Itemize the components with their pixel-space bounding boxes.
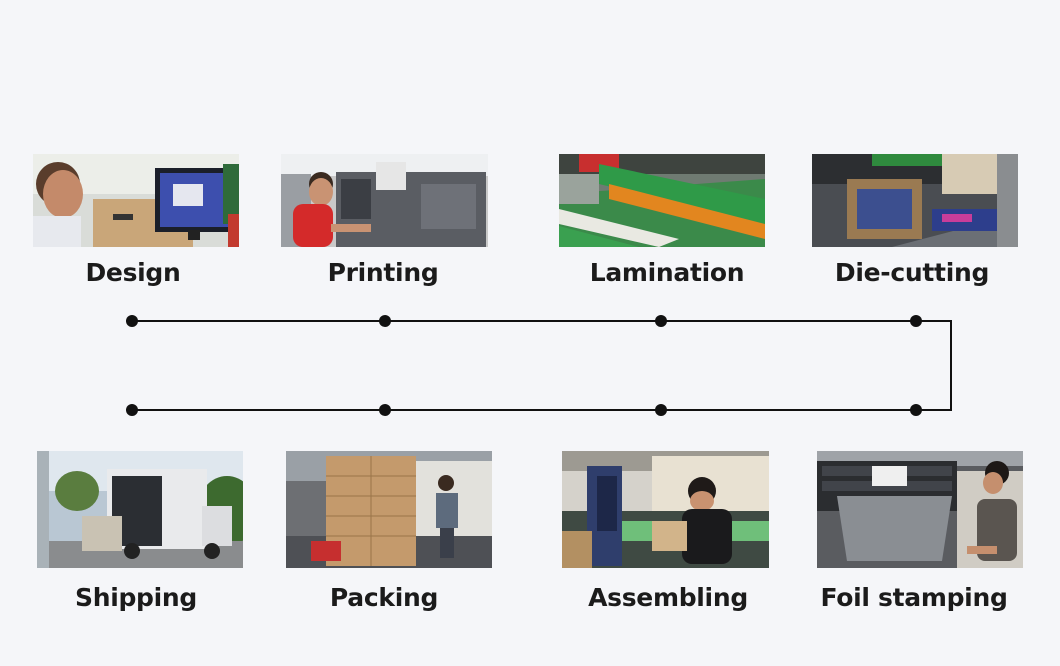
node-assembling	[655, 404, 667, 416]
step-label-shipping: Shipping	[74, 583, 198, 612]
node-printing	[379, 315, 391, 327]
step-label-packing: Packing	[329, 583, 439, 612]
assembling-photo	[562, 451, 769, 568]
node-lamination	[655, 315, 667, 327]
flow-line	[132, 320, 952, 411]
node-shipping	[126, 404, 138, 416]
design-photo	[33, 154, 239, 247]
step-label-lamination: Lamination	[589, 258, 745, 287]
foil-stamping-photo	[817, 451, 1023, 568]
step-label-design: Design	[85, 258, 181, 287]
node-foil-stamping	[910, 404, 922, 416]
packing-photo	[286, 451, 492, 568]
node-die-cutting	[910, 315, 922, 327]
node-packing	[379, 404, 391, 416]
step-label-die-cutting: Die-cutting	[834, 258, 990, 287]
lamination-photo	[559, 154, 765, 247]
shipping-photo	[37, 451, 243, 568]
printing-photo	[281, 154, 488, 247]
node-design	[126, 315, 138, 327]
die-cutting-photo	[812, 154, 1018, 247]
step-label-foil-stamping: Foil stamping	[820, 583, 1008, 612]
step-label-printing: Printing	[327, 258, 439, 287]
step-label-assembling: Assembling	[588, 583, 748, 612]
